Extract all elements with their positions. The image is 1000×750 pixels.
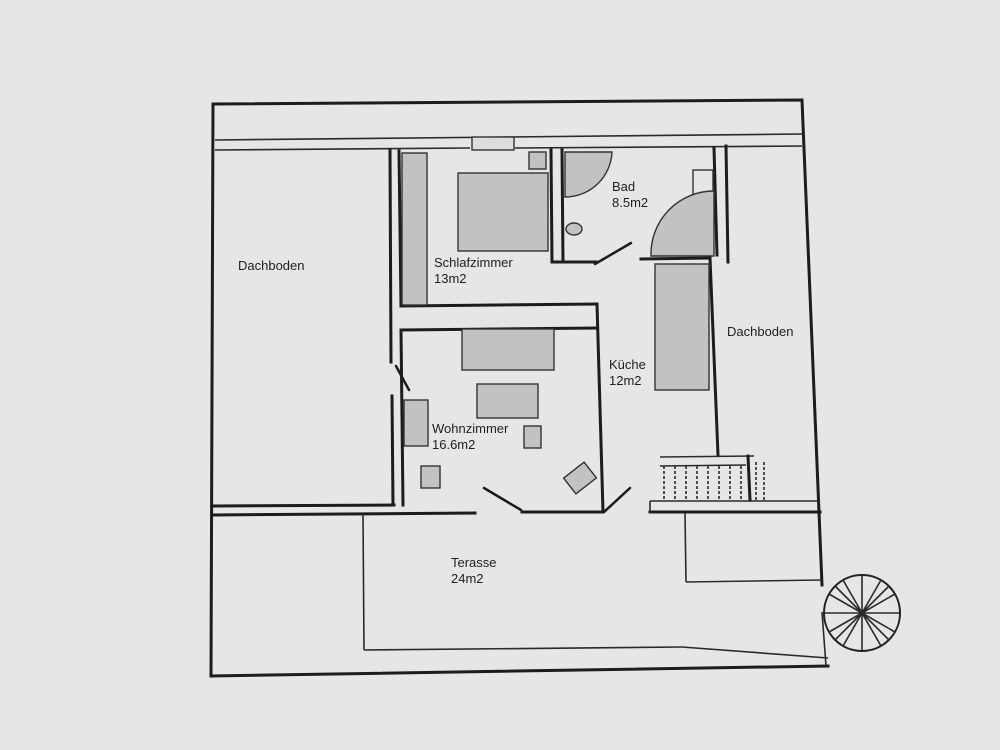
room-area-schlafzimmer: 13m2 bbox=[434, 271, 467, 286]
window bbox=[471, 136, 515, 151]
door-swing bbox=[593, 241, 633, 266]
bathtub bbox=[650, 190, 715, 257]
room-area-terasse: 24m2 bbox=[451, 571, 484, 586]
schlafzimmer bbox=[397, 148, 599, 308]
spiral-staircase bbox=[823, 574, 901, 652]
outer-walls bbox=[209, 98, 830, 678]
chair bbox=[523, 425, 542, 449]
wohnzimmer bbox=[211, 302, 632, 517]
kueche bbox=[639, 144, 730, 457]
dachboden-right bbox=[648, 454, 822, 514]
armchair bbox=[403, 399, 429, 447]
kitchen-counter bbox=[654, 263, 710, 391]
staircase bbox=[663, 462, 765, 500]
nightstand bbox=[528, 151, 547, 170]
room-name-dachboden-left: Dachboden bbox=[238, 258, 305, 273]
bad bbox=[551, 146, 719, 266]
door-swing bbox=[482, 486, 523, 512]
room-name-dachboden-right: Dachboden bbox=[727, 324, 794, 339]
bed bbox=[457, 172, 549, 252]
plant-stand bbox=[420, 465, 441, 489]
room-name-kueche: Küche bbox=[609, 357, 646, 372]
sideboard bbox=[461, 328, 555, 371]
sink bbox=[692, 169, 714, 195]
terasse bbox=[362, 512, 829, 667]
door-swing bbox=[602, 486, 632, 514]
room-area-kueche: 12m2 bbox=[609, 373, 642, 388]
toilet bbox=[565, 222, 583, 236]
wardrobe bbox=[401, 152, 428, 306]
room-name-schlafzimmer: Schlafzimmer bbox=[434, 255, 513, 270]
room-name-bad: Bad bbox=[612, 179, 635, 194]
room-area-bad: 8.5m2 bbox=[612, 195, 648, 210]
table bbox=[476, 383, 539, 419]
room-name-wohnzimmer: Wohnzimmer bbox=[432, 421, 509, 436]
side-table bbox=[562, 461, 598, 495]
room-area-wohnzimmer: 16.6m2 bbox=[432, 437, 475, 452]
room-name-terasse: Terasse bbox=[451, 555, 497, 570]
shower bbox=[564, 151, 613, 198]
